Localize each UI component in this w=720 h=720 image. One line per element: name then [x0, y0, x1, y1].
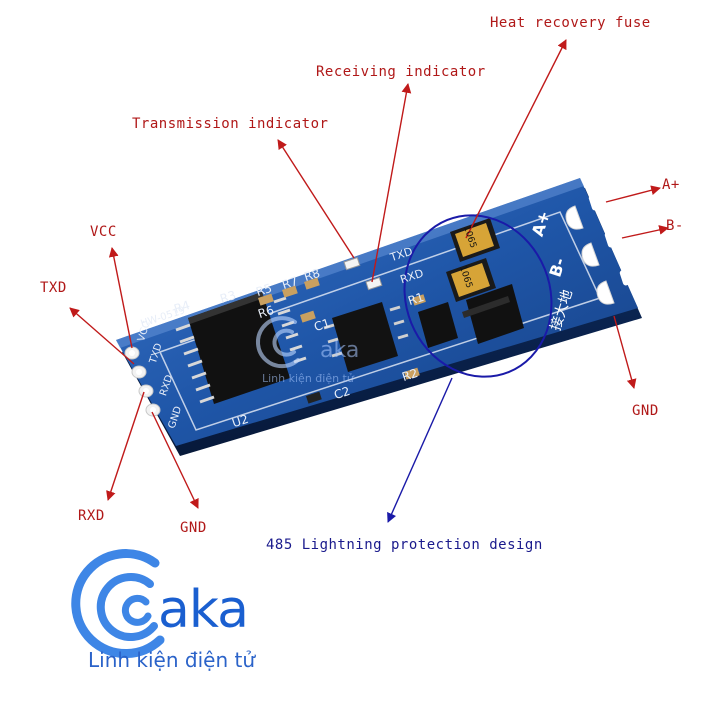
callout-heat-recovery-fuse: Heat recovery fuse: [490, 15, 651, 31]
lightning-arrow: [387, 377, 453, 523]
logo-subtitle: Linh kiện điện tử: [88, 648, 255, 672]
callout-a-plus: A+: [662, 177, 680, 193]
logo-word: aka: [158, 580, 249, 640]
smd-components: [258, 277, 426, 404]
callout-gnd-right: GND: [632, 403, 659, 419]
callout-receiving-indicator: Receiving indicator: [316, 64, 486, 80]
callout-vcc: VCC: [90, 224, 117, 240]
callout-transmission-indicator: Transmission indicator: [132, 116, 329, 132]
pin-header: [124, 346, 161, 417]
callout-lightning-protection: 485 Lightning protection design: [266, 537, 543, 553]
screw-terminal: [565, 183, 652, 305]
u2-chip: [175, 292, 307, 404]
callout-gnd-left: GND: [180, 520, 207, 536]
protection-highlight-ellipse: [403, 214, 553, 378]
heat-recovery-fuses: [446, 218, 500, 302]
callout-b-minus: B-: [666, 218, 684, 234]
board-watermark: [255, 316, 300, 369]
red-arrows: [69, 39, 669, 509]
caka-logo-mark: [71, 549, 165, 658]
transceiver-chip: [323, 302, 409, 372]
board-watermark-subtitle: Linh kiện điện tử: [262, 372, 354, 385]
callout-rxd: RXD: [78, 508, 105, 524]
callout-txd: TXD: [40, 280, 67, 296]
tvs-diodes: [418, 284, 524, 348]
board-watermark-word: aka: [320, 338, 360, 363]
led-indicators: [343, 257, 383, 291]
